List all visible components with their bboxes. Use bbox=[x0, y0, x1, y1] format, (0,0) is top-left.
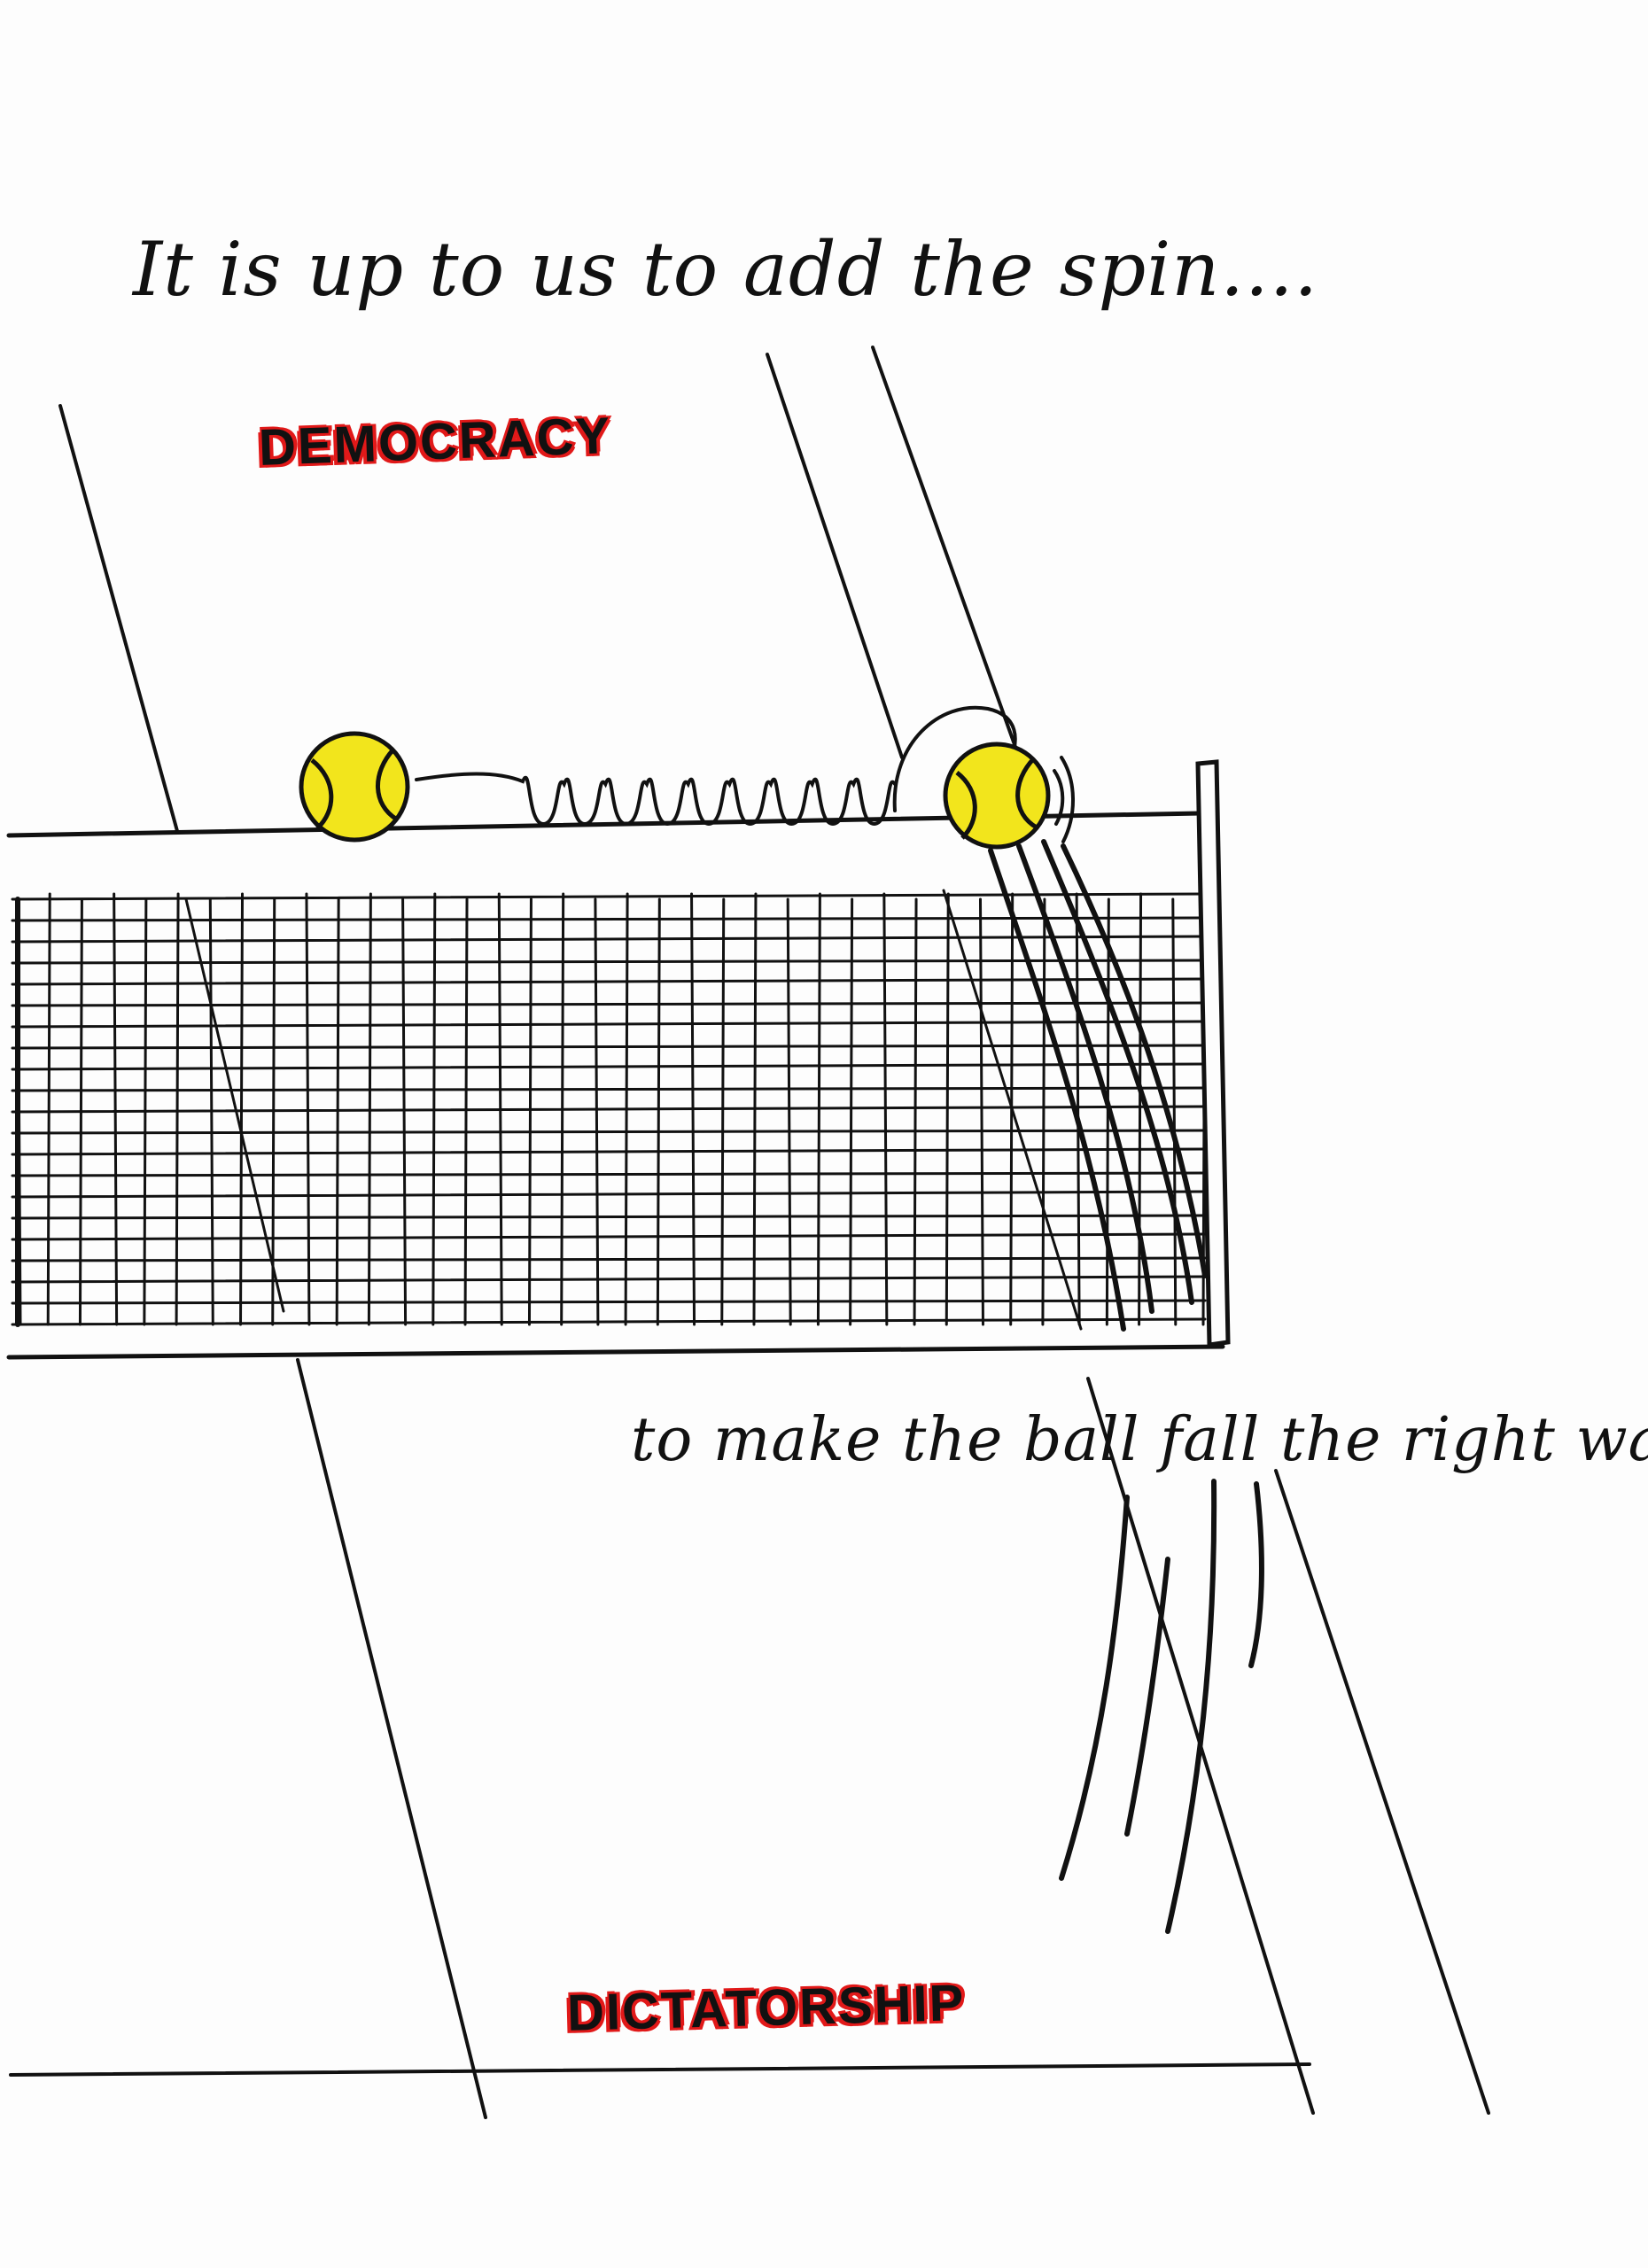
caption-bottom: to make the ball fall the right way bbox=[631, 1405, 1648, 1475]
spin-arc bbox=[892, 705, 1075, 843]
net-string bbox=[978, 897, 984, 1326]
net-string bbox=[1171, 897, 1178, 1326]
tennis-ball-left bbox=[299, 731, 410, 843]
net-string bbox=[184, 897, 285, 1313]
net-string bbox=[463, 897, 469, 1326]
falling-ball-streaks bbox=[988, 839, 1264, 1934]
tennis-ball-right bbox=[943, 742, 1051, 850]
net-string bbox=[11, 1001, 1207, 1007]
net-string bbox=[720, 897, 726, 1326]
net-string bbox=[11, 1299, 1207, 1305]
caption-top: It is up to us to add the spin.... bbox=[133, 226, 1319, 313]
net-string bbox=[527, 897, 532, 1326]
net-string bbox=[11, 1171, 1207, 1177]
net-string bbox=[11, 1105, 1207, 1114]
net-string bbox=[401, 897, 408, 1326]
net-string bbox=[11, 977, 1207, 986]
net-string bbox=[11, 916, 1207, 922]
spin-loop-trail bbox=[415, 772, 897, 827]
net-string bbox=[113, 892, 119, 1326]
net-string bbox=[335, 897, 340, 1326]
net-string bbox=[11, 892, 1207, 901]
label-dictatorship: DICTATORSHIP bbox=[566, 1974, 967, 2042]
net-string bbox=[11, 1190, 1207, 1199]
net-string bbox=[1075, 892, 1081, 1326]
net-string bbox=[1041, 897, 1046, 1326]
net-string bbox=[46, 892, 51, 1326]
net-string bbox=[11, 959, 1207, 965]
net-string bbox=[594, 897, 600, 1326]
net-string bbox=[944, 892, 950, 1326]
net-string bbox=[11, 1147, 1207, 1156]
court-lines bbox=[9, 346, 1490, 2119]
label-democracy: DEMOCRACY bbox=[257, 407, 613, 477]
net-string bbox=[11, 1062, 1207, 1071]
net-string bbox=[175, 892, 180, 1326]
net-string bbox=[305, 892, 311, 1326]
net-string bbox=[913, 897, 918, 1326]
net-string bbox=[11, 1086, 1207, 1092]
net-string bbox=[942, 889, 1083, 1331]
net-string bbox=[11, 1044, 1207, 1050]
net-string bbox=[786, 897, 792, 1326]
net-string bbox=[656, 897, 661, 1326]
net-string bbox=[11, 1214, 1207, 1220]
net-string bbox=[11, 1020, 1207, 1029]
net-string bbox=[11, 1232, 1207, 1241]
net-post bbox=[1195, 759, 1231, 1348]
net-string bbox=[11, 1129, 1207, 1135]
net-string bbox=[11, 935, 1207, 944]
net-string bbox=[11, 1275, 1207, 1284]
net-string bbox=[11, 1317, 1207, 1326]
net-string bbox=[11, 1256, 1207, 1262]
net-string bbox=[849, 897, 854, 1326]
net-string bbox=[239, 892, 245, 1326]
net-string bbox=[1138, 892, 1143, 1326]
